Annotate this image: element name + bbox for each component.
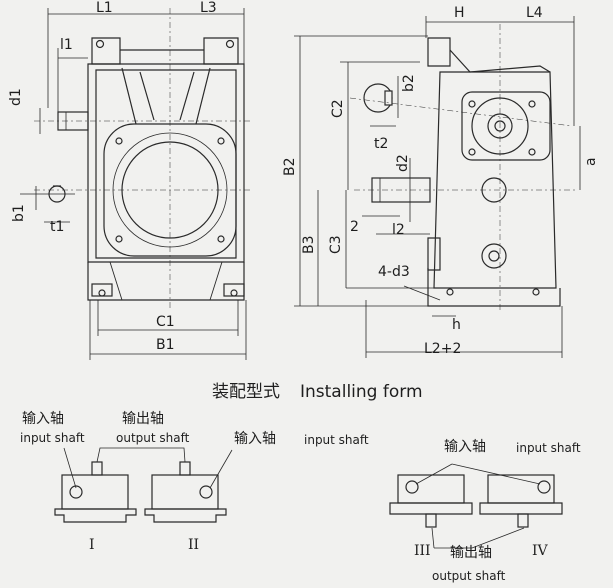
- form34-output-en: output shaft: [432, 569, 506, 583]
- form-numeral-3: III: [414, 543, 431, 559]
- front-top-lug-left: [91, 37, 121, 65]
- front-bolt-1: [115, 137, 123, 145]
- label-C2: C2: [330, 99, 346, 118]
- front-bolt-2: [217, 137, 225, 145]
- form-2: [144, 461, 227, 523]
- installing-forms: [54, 447, 563, 549]
- label-2: 2: [350, 219, 359, 235]
- label-C3: C3: [328, 235, 344, 254]
- form-3: [389, 474, 473, 528]
- form34-input-cn: 输入轴: [444, 439, 486, 455]
- label-h: h: [452, 317, 461, 333]
- side-top-lug: [427, 37, 451, 67]
- front-top-lug-left-hole: [95, 39, 105, 49]
- form12-output-en: output shaft: [116, 431, 190, 445]
- form-4: [479, 474, 563, 528]
- label-d1: d1: [8, 88, 24, 106]
- front-body-inner: [95, 69, 237, 259]
- front-bolt-4: [217, 235, 225, 243]
- caption-chinese: 装配型式: [212, 382, 280, 402]
- label-H: H: [454, 5, 465, 21]
- side-worm-housing: [461, 91, 551, 161]
- front-view: [20, 8, 250, 310]
- side-view: [349, 24, 576, 312]
- label-bolt-holes: 4-d3: [378, 264, 410, 280]
- form2-input-cn: 输入轴: [234, 431, 276, 447]
- label-L1: L1: [96, 0, 113, 16]
- form-numeral-4: IV: [532, 543, 548, 559]
- label-t1: t1: [50, 219, 65, 235]
- caption-english: Installing form: [300, 382, 423, 402]
- side-base: [427, 268, 561, 307]
- label-L3: L3: [200, 0, 217, 16]
- label-B2: B2: [282, 157, 298, 176]
- front-top-lug-right-hole: [225, 39, 235, 49]
- label-b1: b1: [11, 204, 27, 222]
- front-base: [87, 262, 245, 301]
- form12-output-cn: 输出轴: [122, 411, 164, 427]
- label-L2-plus-2: L2+2: [424, 341, 462, 357]
- front-ribs: [121, 67, 211, 125]
- label-L4: L4: [526, 5, 543, 21]
- label-d2: d2: [395, 154, 411, 172]
- front-bolt-3: [115, 235, 123, 243]
- form-numeral-1: I: [89, 537, 95, 553]
- label-t2: t2: [374, 136, 389, 152]
- form-numeral-2: II: [188, 537, 200, 553]
- front-dimension-lines: [35, 8, 247, 360]
- label-l2: l2: [392, 222, 405, 238]
- side-dimension-lines: [294, 16, 581, 358]
- label-a: a: [583, 157, 599, 166]
- form34-output-cn: 输出轴: [450, 545, 492, 561]
- label-l1: l1: [60, 37, 73, 53]
- label-B1: B1: [156, 337, 175, 353]
- label-b2: b2: [401, 74, 417, 92]
- form2-input-en: input shaft: [304, 433, 369, 447]
- label-B3: B3: [301, 235, 317, 254]
- form-1: [54, 461, 137, 523]
- side-body: [433, 71, 557, 289]
- form34-input-en: input shaft: [516, 441, 581, 455]
- form1-input-en: input shaft: [20, 431, 85, 445]
- label-C1: C1: [156, 314, 175, 330]
- form1-input-cn: 输入轴: [22, 411, 64, 427]
